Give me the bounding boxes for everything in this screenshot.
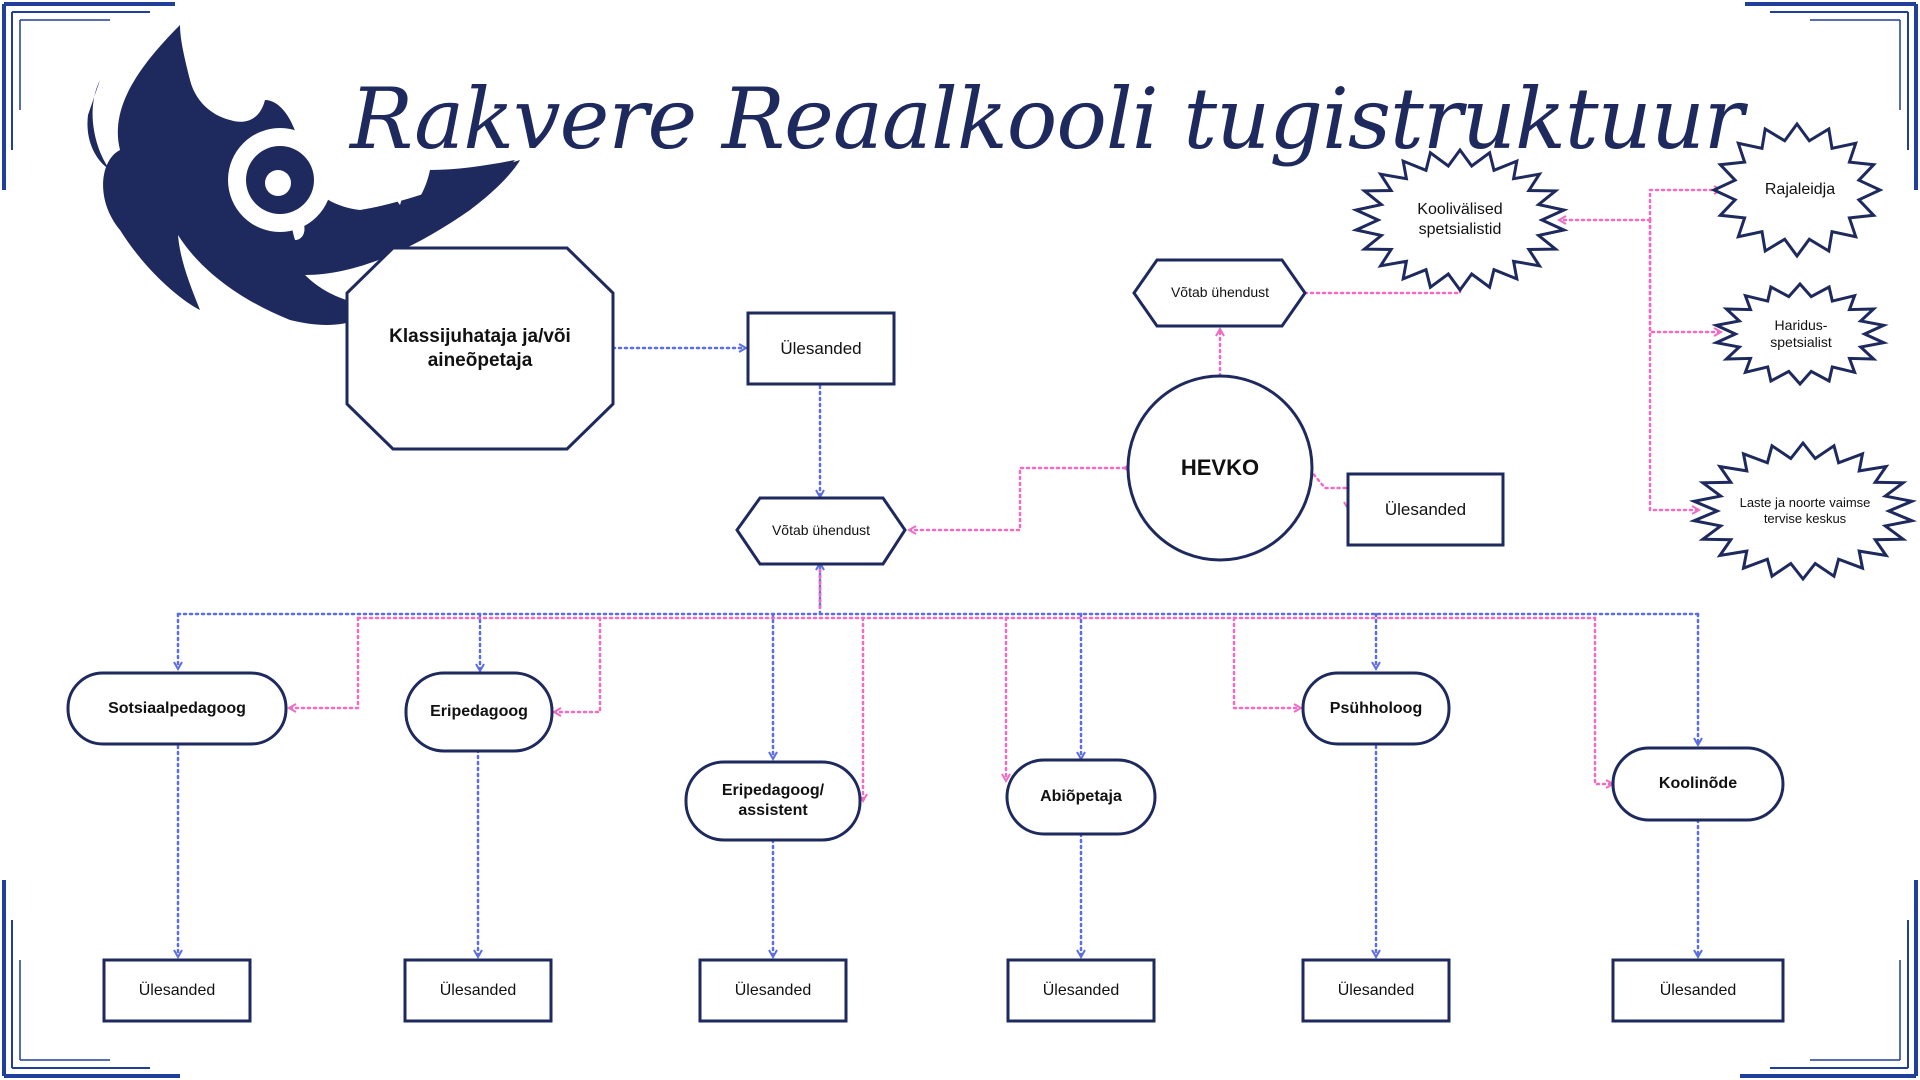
task-label-6: Ülesanded xyxy=(1659,981,1737,999)
shapes xyxy=(66,246,1785,1023)
role-label-abiopetaja: Abiõpetaja xyxy=(1040,788,1122,805)
ulesanded-top-label: Ülesanded xyxy=(780,338,862,358)
task-box-2 xyxy=(403,958,553,1023)
corner-frame-bottom-left xyxy=(2,880,180,1078)
hevko-label: HEVKO xyxy=(1180,455,1260,481)
votab-center-label: Võtab ühendust xyxy=(771,522,871,539)
koolivalised-label: Koolivälised spetsialistid xyxy=(1417,201,1503,238)
ulesanded-top-box xyxy=(746,311,896,386)
votab-right-hexagon xyxy=(1132,258,1307,328)
haridus-label: Haridus-spetsialist xyxy=(1770,316,1832,351)
connector-hevko-ulesanded xyxy=(1308,468,1348,508)
task-box-4 xyxy=(1006,958,1156,1023)
haridus-starburst xyxy=(1711,281,1889,387)
votab-center-hexagon xyxy=(735,496,907,566)
corner-frame-top-left xyxy=(2,2,175,190)
page-title: Rakvere Reaalkooli tugistruktuur xyxy=(350,70,1744,168)
role-label-eripedagoog-assistent: Eripedagoog/ assistent xyxy=(721,782,825,819)
owl-logo xyxy=(87,25,520,325)
starbursts xyxy=(1351,121,1918,582)
task-label-4: Ülesanded xyxy=(1042,981,1120,999)
klassijuhataja-label: Klassijuhataja ja/või aineõpetaja xyxy=(389,326,571,371)
corner-frame-top-right xyxy=(1745,2,1918,190)
role-pill-eripedagoog xyxy=(404,671,554,753)
connector-hevko-votab xyxy=(910,468,1125,530)
task-box-3 xyxy=(698,958,848,1023)
task-label-3: Ülesanded xyxy=(734,981,812,999)
laste-label: Laste ja noorte vaimse tervise keskus xyxy=(1739,494,1871,526)
role-pill-abiopetaja xyxy=(1005,758,1157,836)
task-box-1 xyxy=(102,958,252,1023)
role-label-eripedagoog: Eripedagoog xyxy=(430,703,528,720)
task-label-1: Ülesanded xyxy=(138,981,216,999)
ulesanded-hevko-label: Ülesanded xyxy=(1384,499,1467,519)
role-pill-eripedagoog-assistent xyxy=(684,760,862,842)
task-label-5: Ülesanded xyxy=(1337,981,1415,999)
role-label-koolinode: Koolinõde xyxy=(1658,775,1738,792)
connectors xyxy=(178,190,1720,956)
laste-starburst xyxy=(1688,440,1918,582)
task-label-2: Ülesanded xyxy=(439,981,517,999)
votab-right-label: Võtab ühendust xyxy=(1170,284,1270,301)
role-pill-koolinode xyxy=(1611,746,1785,822)
role-pill-sotsiaalpedagoog xyxy=(66,671,288,746)
role-label-psuhholoog: Psühholoog xyxy=(1329,699,1423,717)
klassijuhataja-octagon xyxy=(345,246,615,451)
rajaleidja-label: Rajaleidja xyxy=(1764,181,1836,198)
ulesanded-hevko-box xyxy=(1346,472,1505,547)
role-label-sotsiaalpedagoog: Sotsiaalpedagoog xyxy=(108,699,246,717)
hevko-circle xyxy=(1126,374,1314,562)
corner-frame-bottom-right xyxy=(1740,880,1918,1078)
task-box-6 xyxy=(1611,958,1785,1023)
rajaleidja-starburst xyxy=(1710,121,1884,259)
task-box-5 xyxy=(1301,958,1451,1023)
koolivalised-starburst xyxy=(1351,147,1569,293)
role-pill-psuhholoog xyxy=(1301,671,1451,746)
